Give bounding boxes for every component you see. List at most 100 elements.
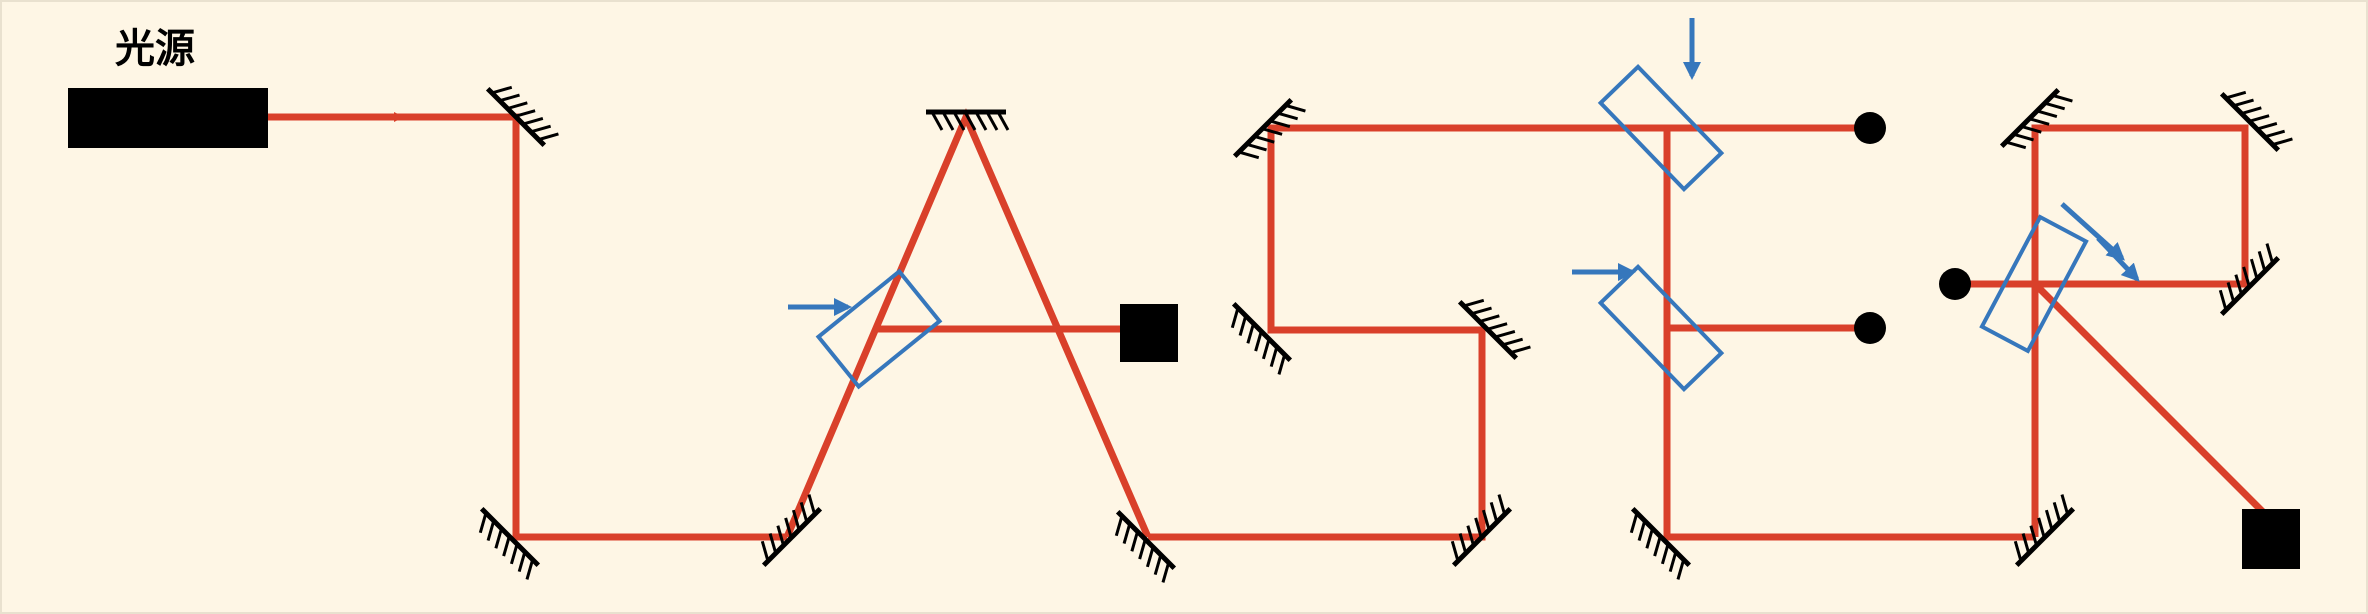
- mirror-a-bottom-left-hatch: [776, 525, 785, 546]
- beam-r-spine-loop: [2031, 124, 2249, 537]
- mirror-r-top-right-hatch: [2256, 121, 2278, 131]
- mirror-s-mid-right-hatch: [1479, 314, 1500, 323]
- detector-square-r: [2242, 509, 2300, 569]
- mirror-s-mid-left-hatch: [1246, 323, 1255, 344]
- incoming-arrows: [788, 18, 2140, 316]
- mirror-r-top-left-hatch: [2028, 117, 2050, 126]
- mirror-r-top-right-hatch: [2225, 90, 2247, 100]
- light-source: [68, 88, 268, 148]
- mirror-s-bottom-left-hatch: [1130, 531, 1139, 552]
- mirror-r-bottom-hatch: [2013, 540, 2023, 562]
- mirror-a-top: [926, 109, 1010, 131]
- mirror-l-bottom-hatch: [494, 528, 503, 549]
- mirror-r-top-left-hatch: [2021, 125, 2042, 134]
- mirrors: [478, 85, 2293, 583]
- mirror-s-bottom-right-hatch: [1481, 509, 1491, 531]
- mirror-a-bottom-left-hatch: [760, 540, 770, 562]
- mirror-r-top-left-hatch: [2013, 132, 2034, 142]
- mirror-r-mid-right-hatch: [2257, 250, 2267, 272]
- beam-splitter-a: [815, 268, 943, 390]
- mirror-e-bottom: [1629, 506, 1692, 580]
- mirror-s-mid-left-hatch: [1230, 307, 1240, 329]
- mirror-s-mid-right: [1457, 298, 1531, 361]
- mirror-l-bottom-hatch: [478, 512, 488, 534]
- mirror-a-top-hatch: [974, 111, 988, 131]
- mirror-s-mid-right-hatch: [1463, 298, 1485, 308]
- beam-e-spine: [1663, 128, 2035, 541]
- mirror-s-bottom-right-hatch: [1489, 501, 1499, 523]
- mirror-s-top-left-hatch: [1261, 127, 1283, 136]
- mirror-r-bottom-hatch: [2052, 501, 2062, 523]
- mirror-r-mid-right-hatch: [2226, 282, 2236, 303]
- mirror-l-bottom-hatch: [502, 535, 511, 557]
- mirror-r-top-right-hatch: [2264, 129, 2286, 139]
- mirror-a-top-hatch: [963, 111, 977, 131]
- mirror-l-top-hatch: [507, 101, 528, 110]
- mirror-s-bottom-right-hatch: [1450, 540, 1460, 562]
- mirror-s-mid-left: [1230, 301, 1293, 375]
- mirror-r-top-right-hatch: [2272, 137, 2293, 147]
- mirror-e-bottom-hatch: [1645, 528, 1654, 549]
- arrow-r-1: [2060, 202, 2125, 261]
- mirror-s-mid-right-hatch: [1486, 322, 1508, 331]
- mirror-e-bottom-hatch: [1676, 559, 1686, 580]
- mirror-s-mid-right-hatch: [1502, 337, 1524, 347]
- mirror-l-bottom-hatch: [517, 551, 527, 573]
- mirror-e-bottom-hatch: [1629, 512, 1639, 534]
- mirror-r-bottom: [2013, 494, 2076, 568]
- beam-r-leg: [2032, 281, 2268, 517]
- mirror-a-top-hatch: [985, 111, 999, 131]
- mirror-l-top-hatch: [522, 116, 544, 126]
- mirror-r-top-left: [1999, 87, 2073, 150]
- beam-splitters: [815, 63, 2089, 393]
- mirror-s-top-left-hatch: [1246, 142, 1267, 152]
- mirror-a-top-hatch: [996, 111, 1010, 131]
- mirror-a-bottom-left-hatch: [807, 494, 817, 515]
- mirror-s-bottom-right-hatch: [1497, 494, 1507, 515]
- mirror-s-mid-right-hatch: [1510, 345, 1531, 355]
- mirror-r-mid-right-hatch: [2242, 266, 2251, 288]
- mirror-s-mid-right-hatch: [1471, 306, 1492, 316]
- mirror-a-top-hatch: [930, 111, 944, 131]
- mirror-s-bottom-left-hatch: [1153, 554, 1163, 576]
- mirror-r-bottom-hatch: [2029, 525, 2038, 546]
- mirror-a-bottom-left-hatch: [799, 501, 809, 523]
- mirror-l-top-hatch: [491, 85, 513, 95]
- mirror-r-top-right-hatch: [2248, 114, 2270, 123]
- mirror-l-top-hatch: [538, 132, 559, 142]
- mirror-s-bottom-left: [1114, 509, 1177, 583]
- mirror-s-top-left-hatch: [1285, 103, 1306, 113]
- mirror-r-top-right: [2219, 90, 2293, 153]
- mirror-s-bottom-left-hatch: [1122, 523, 1132, 544]
- mirror-s-top-left-hatch: [1254, 135, 1275, 144]
- mirror-s-bottom-left-hatch: [1138, 538, 1147, 560]
- detector-dot-r: [1939, 268, 1971, 300]
- mirror-s-mid-left-hatch: [1261, 338, 1271, 360]
- mirror-l-bottom-hatch: [525, 559, 535, 580]
- mirror-r-bottom-hatch: [2037, 517, 2046, 539]
- mirror-l-top-hatch: [530, 124, 552, 134]
- mirror-l-bottom: [478, 506, 541, 580]
- mirror-r-mid-right-hatch: [2265, 243, 2275, 264]
- mirror-s-mid-left-hatch: [1277, 354, 1287, 375]
- mirror-l-bottom-hatch: [509, 543, 519, 565]
- mirror-r-top-left-hatch: [2005, 140, 2027, 150]
- light-source-label: 光源: [115, 26, 195, 72]
- mirror-s-bottom-right-hatch: [1474, 517, 1483, 539]
- mirror-r-mid-right: [2218, 243, 2281, 317]
- mirror-r-top-left-hatch: [2036, 109, 2058, 119]
- mirror-s-top-left-hatch: [1269, 119, 1291, 129]
- mirror-s-bottom-right-hatch: [1466, 525, 1475, 546]
- mirror-r-mid-right-hatch: [2249, 258, 2259, 280]
- mirror-r-bottom-hatch: [2021, 533, 2031, 554]
- mirror-e-bottom-hatch: [1668, 551, 1678, 573]
- mirror-a-top-hatch: [952, 111, 966, 131]
- mirror-l-top: [485, 85, 559, 148]
- mirror-r-top-left-hatch: [2052, 93, 2073, 103]
- beam-splitter-r: [1979, 214, 2089, 354]
- mirror-a-bottom-left-hatch: [791, 509, 801, 531]
- mirror-r-mid-right-hatch: [2234, 274, 2243, 295]
- beam-splitter-e-middle: [1597, 263, 1725, 393]
